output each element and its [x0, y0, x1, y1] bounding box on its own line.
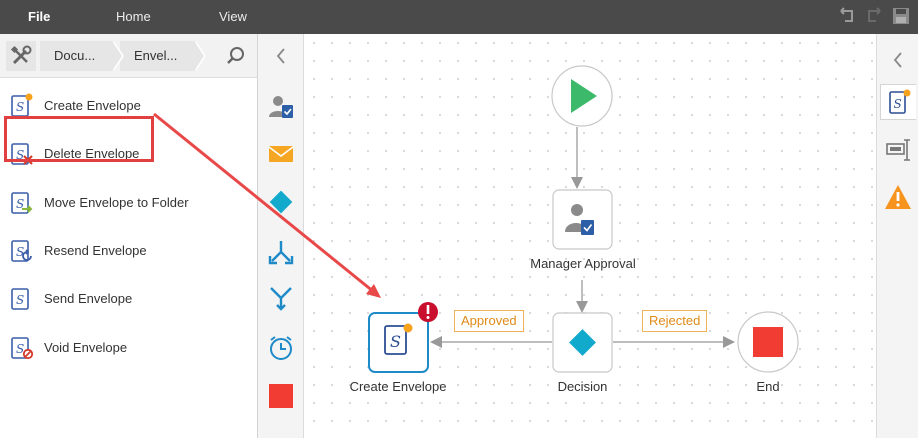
menu-home[interactable]: Home [116, 9, 151, 24]
search-icon[interactable] [224, 44, 248, 68]
error-badge-icon [418, 302, 438, 322]
undo-icon[interactable] [838, 6, 856, 26]
warning-icon[interactable] [880, 180, 916, 216]
start-node[interactable] [551, 65, 613, 127]
tools-icon [10, 45, 32, 65]
create-envelope-node[interactable]: S [368, 302, 438, 373]
action-create-envelope[interactable]: S Create Envelope [0, 82, 257, 130]
resend-envelope-icon: S [11, 240, 32, 262]
create-envelope-icon: S [11, 93, 33, 117]
action-send-envelope[interactable]: S Send Envelope [0, 275, 257, 323]
manager-approval-label: Manager Approval [530, 256, 636, 271]
action-label: Void Envelope [44, 340, 128, 355]
action-label: Send Envelope [44, 291, 133, 306]
decision-node[interactable] [552, 312, 613, 373]
breadcrumb: Docu... Envel... [0, 34, 257, 78]
approved-label[interactable]: Approved [454, 310, 524, 332]
redo-icon[interactable] [865, 6, 883, 26]
action-resend-envelope[interactable]: S Resend Envelope [0, 227, 257, 275]
merge-icon[interactable] [267, 284, 295, 312]
action-label: Create Envelope [44, 98, 141, 113]
envelope-properties-tab[interactable]: S [880, 84, 916, 120]
svg-text:S: S [16, 245, 24, 259]
highlight-box [4, 116, 154, 162]
action-void-envelope[interactable]: S Void Envelope [0, 324, 257, 372]
send-envelope-icon: S [11, 288, 29, 310]
manager-approval-node[interactable] [552, 189, 613, 250]
decision-label: Decision [557, 379, 608, 394]
breadcrumb-envelope[interactable]: Envel... [120, 41, 206, 71]
timer-icon[interactable] [267, 334, 295, 362]
svg-text:S: S [16, 197, 24, 211]
collapse-left-icon[interactable] [267, 42, 295, 70]
tools-button[interactable] [6, 41, 36, 71]
collapse-left-icon[interactable] [880, 42, 916, 78]
properties-strip: S [876, 34, 918, 438]
play-icon [571, 79, 597, 113]
svg-text:S: S [16, 148, 24, 162]
menu-file[interactable]: File [28, 9, 51, 24]
svg-text:S: S [16, 293, 24, 307]
end-node[interactable] [737, 311, 799, 373]
create-envelope-icon: S [384, 323, 413, 355]
workflow-connectors: S [368, 65, 799, 373]
email-icon[interactable] [267, 140, 295, 168]
stop-icon [753, 327, 783, 357]
save-icon[interactable] [892, 6, 910, 26]
void-envelope-icon: S [11, 337, 34, 360]
decision-icon[interactable] [267, 188, 295, 216]
svg-text:S: S [390, 332, 401, 351]
action-move-envelope[interactable]: S Move Envelope to Folder [0, 179, 257, 227]
actions-panel: Docu... Envel... S Create Envelope S Del… [0, 34, 258, 438]
breadcrumb-documents[interactable]: Docu... [40, 41, 124, 71]
end-icon[interactable] [267, 382, 295, 410]
toolbox [258, 34, 304, 438]
text-field-icon[interactable] [880, 132, 916, 168]
menu-view[interactable]: View [219, 9, 247, 24]
svg-text:S: S [894, 97, 902, 111]
action-label: Resend Envelope [44, 243, 147, 258]
split-icon[interactable] [267, 238, 295, 266]
svg-text:S: S [16, 100, 24, 114]
create-envelope-label: Create Envelope [349, 379, 447, 394]
action-label: Move Envelope to Folder [44, 195, 189, 210]
move-envelope-icon: S [11, 192, 33, 214]
create-envelope-icon: S [889, 89, 911, 114]
rejected-label[interactable]: Rejected [642, 310, 708, 332]
action-label: Delete Envelope [44, 146, 140, 161]
user-task-icon[interactable] [267, 92, 295, 120]
user-task-icon [565, 204, 594, 235]
end-label: End [756, 379, 780, 394]
svg-text:S: S [16, 342, 24, 356]
menu-bar: File Home View [0, 0, 918, 34]
workflow-canvas[interactable]: S Manager Approval Decision Create Envel… [305, 34, 875, 438]
